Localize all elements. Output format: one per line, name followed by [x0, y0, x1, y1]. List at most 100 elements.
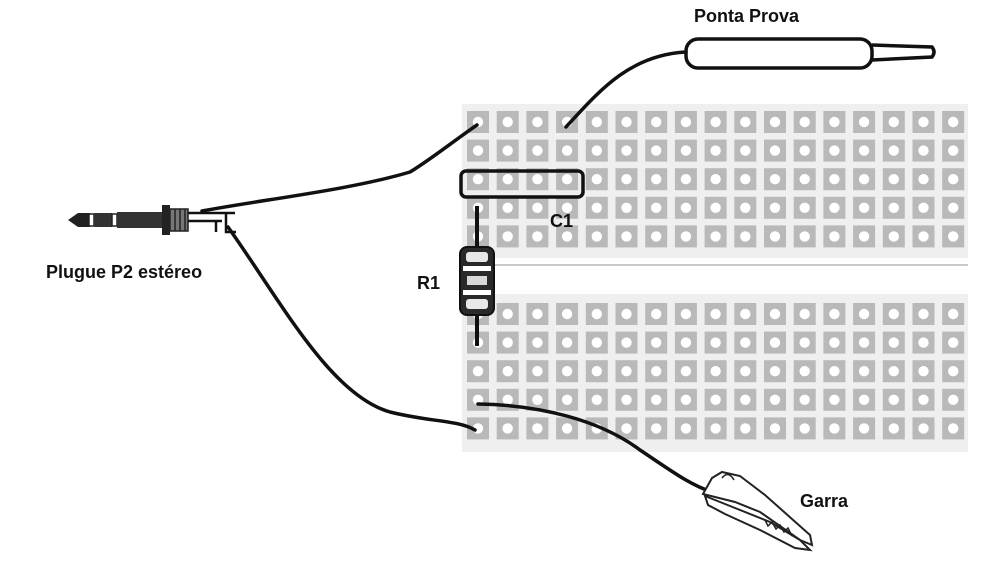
breadboard-bottom-hole: [858, 423, 870, 434]
clip-spring: [721, 473, 735, 481]
breadboard-bottom-hole: [918, 308, 929, 320]
breadboard-top-hole: [651, 231, 662, 242]
breadboard-bottom-hole: [799, 423, 810, 434]
resistor-band-3: [463, 290, 491, 295]
breadboard-bottom-hole: [769, 366, 781, 377]
breadboard-top-hole: [651, 202, 662, 213]
breadboard-bottom-hole: [799, 337, 810, 348]
breadboard-top-hole: [561, 231, 573, 242]
breadboard-bottom-hole: [710, 394, 721, 405]
breadboard-top-hole: [829, 145, 840, 156]
label-plugue-p2: Plugue P2 estéreo: [46, 262, 202, 282]
breadboard-top-hole: [710, 231, 721, 242]
breadboard-top-hole: [769, 174, 781, 185]
breadboard-bottom-hole: [532, 423, 543, 434]
breadboard-bottom-hole: [532, 337, 543, 348]
breadboard-top-hole: [918, 202, 929, 213]
breadboard-bottom-hole: [710, 366, 721, 377]
breadboard-bottom-hole: [561, 337, 573, 348]
breadboard-top-hole: [858, 116, 870, 128]
breadboard-top-hole: [740, 145, 751, 156]
breadboard-bottom-hole: [680, 308, 692, 320]
breadboard-bottom-hole: [621, 366, 632, 377]
breadboard-bottom-hole: [651, 423, 662, 434]
breadboard-top-hole: [769, 202, 781, 213]
breadboard-bottom-hole: [769, 337, 781, 348]
breadboard-top-hole: [858, 145, 870, 156]
breadboard-top-hole: [651, 174, 662, 185]
breadboard-bottom-hole: [740, 308, 751, 320]
breadboard-top-hole: [858, 202, 870, 213]
breadboard-top-pads: [467, 111, 965, 248]
breadboard-bottom-hole: [591, 366, 602, 377]
breadboard-top-hole: [829, 231, 840, 242]
breadboard-bottom-hole: [591, 394, 602, 405]
breadboard-bottom-hole: [858, 308, 870, 320]
breadboard-top-hole: [799, 145, 810, 156]
capacitor-c1-body: [459, 169, 585, 199]
breadboard-top-hole: [710, 116, 721, 128]
breadboard-bottom-hole: [829, 308, 840, 320]
breadboard-bottom-hole: [888, 337, 899, 348]
breadboard-top-hole: [680, 202, 692, 213]
breadboard-bottom-hole: [532, 394, 543, 405]
breadboard-top-hole: [740, 231, 751, 242]
plug-sleeve: [117, 212, 163, 228]
plug-ring: [94, 213, 112, 227]
breadboard-top-hole: [621, 116, 632, 128]
breadboard-top-hole: [888, 145, 899, 156]
breadboard-top-hole: [621, 202, 632, 213]
breadboard-bottom-hole: [740, 337, 751, 348]
breadboard-top-hole: [918, 231, 929, 242]
breadboard-top-hole: [561, 145, 573, 156]
breadboard-top-hole: [740, 202, 751, 213]
breadboard-top-hole: [799, 231, 810, 242]
breadboard-top-hole: [472, 145, 484, 156]
breadboard-bottom-hole: [769, 394, 781, 405]
breadboard-top-hole: [591, 202, 602, 213]
probe-tip: [871, 43, 936, 62]
breadboard-top-hole: [502, 202, 513, 213]
breadboard-top-hole: [591, 116, 602, 128]
breadboard-top-hole: [888, 116, 899, 128]
breadboard-top-hole: [829, 202, 840, 213]
breadboard-top-hole: [799, 202, 810, 213]
breadboard-bottom-hole: [561, 366, 573, 377]
plug-solder-tabs: [188, 211, 236, 234]
breadboard-top-hole: [829, 116, 840, 128]
breadboard-top-hole: [621, 145, 632, 156]
breadboard-bottom-hole: [680, 366, 692, 377]
breadboard-top-hole: [651, 116, 662, 128]
plug-tip: [68, 213, 90, 227]
breadboard-top-hole: [561, 174, 573, 185]
wire-probe-to-board: [564, 50, 688, 129]
breadboard-bottom-hole: [680, 423, 692, 434]
breadboard-bottom-hole: [710, 337, 721, 348]
breadboard-bottom-hole: [948, 423, 959, 434]
breadboard-bottom-hole: [918, 366, 929, 377]
breadboard-top-hole: [561, 202, 573, 213]
breadboard-bottom-hole: [621, 394, 632, 405]
breadboard-top-hole: [651, 145, 662, 156]
breadboard-top-hole: [591, 231, 602, 242]
breadboard-bottom-hole: [561, 423, 573, 434]
breadboard-bottom-hole: [680, 394, 692, 405]
breadboard-top-hole: [532, 231, 543, 242]
breadboard-top-hole: [888, 231, 899, 242]
breadboard-top-hole: [680, 174, 692, 185]
clip-lower-jaw: [703, 494, 813, 552]
breadboard-top-hole: [502, 145, 513, 156]
breadboard-bottom-hole: [948, 308, 959, 320]
alligator-clip: [701, 470, 814, 552]
breadboard-bottom-hole: [918, 337, 929, 348]
breadboard-bottom-hole: [532, 366, 543, 377]
breadboard-top-hole: [502, 116, 513, 128]
clip-teeth: [764, 519, 793, 537]
probe-handle: [684, 37, 874, 70]
breadboard-bottom-hole: [502, 423, 513, 434]
breadboard-top-hole: [710, 202, 721, 213]
breadboard-bottom-hole: [651, 308, 662, 320]
breadboard-bottom-hole: [918, 423, 929, 434]
resistor-band-1: [463, 266, 491, 271]
